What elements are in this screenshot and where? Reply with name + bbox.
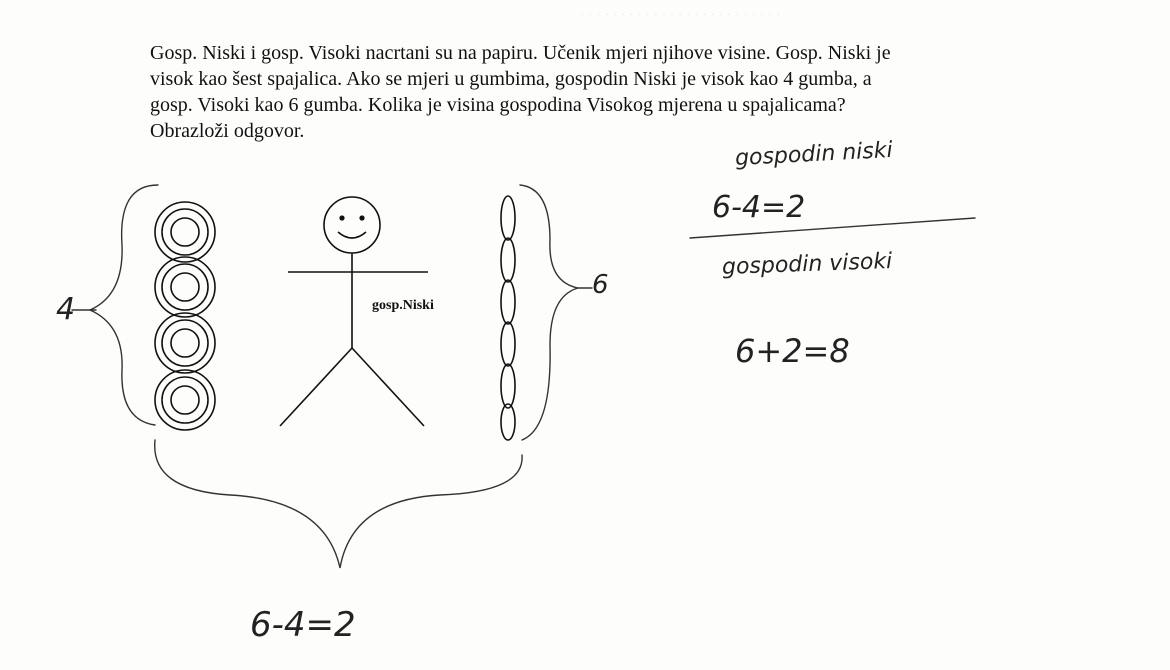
button-icon (154, 369, 216, 431)
bottom-brace (154, 439, 523, 569)
paperclip-icon (500, 363, 516, 409)
handwritten-calculation-1: 6-4=2 (712, 190, 806, 225)
left-brace (88, 184, 159, 426)
handwritten-calculation-3: 6-4=2 (250, 605, 356, 645)
button-icon (154, 312, 216, 374)
paperclip-stack (500, 195, 516, 441)
handwritten-calculation-2: 6+2=8 (735, 332, 850, 370)
button-icon (154, 201, 216, 263)
paperclip-icon (500, 403, 516, 441)
bleed-through-text: · · · · · · · · · · · · · · · · · · · · … (580, 8, 781, 23)
paperclip-icon (500, 321, 516, 367)
handwritten-paperclip-count: 6 (592, 270, 609, 300)
problem-line-3: gosp. Visoki kao 6 gumba. Kolika je visi… (150, 94, 846, 116)
button-icon (154, 256, 216, 318)
stick-figure (279, 196, 428, 427)
right-brace (519, 184, 579, 441)
paperclip-icon (500, 279, 516, 325)
problem-line-4: Obrazloži odgovor. (150, 120, 305, 142)
problem-text: Gosp. Niski i gosp. Visoki nacrtani su n… (150, 40, 1070, 144)
figure-label: gosp.Niski (372, 298, 434, 313)
problem-line-2: visok kao šest spajalica. Ako se mjeri u… (150, 68, 872, 90)
handwritten-button-count: 4 (56, 292, 76, 327)
paperclip-icon (500, 195, 516, 241)
paperclip-icon (500, 237, 516, 283)
button-stack (154, 201, 216, 431)
problem-line-1: Gosp. Niski i gosp. Visoki nacrtani su n… (150, 42, 891, 64)
divider-line (689, 217, 976, 239)
figure-head (323, 196, 381, 254)
